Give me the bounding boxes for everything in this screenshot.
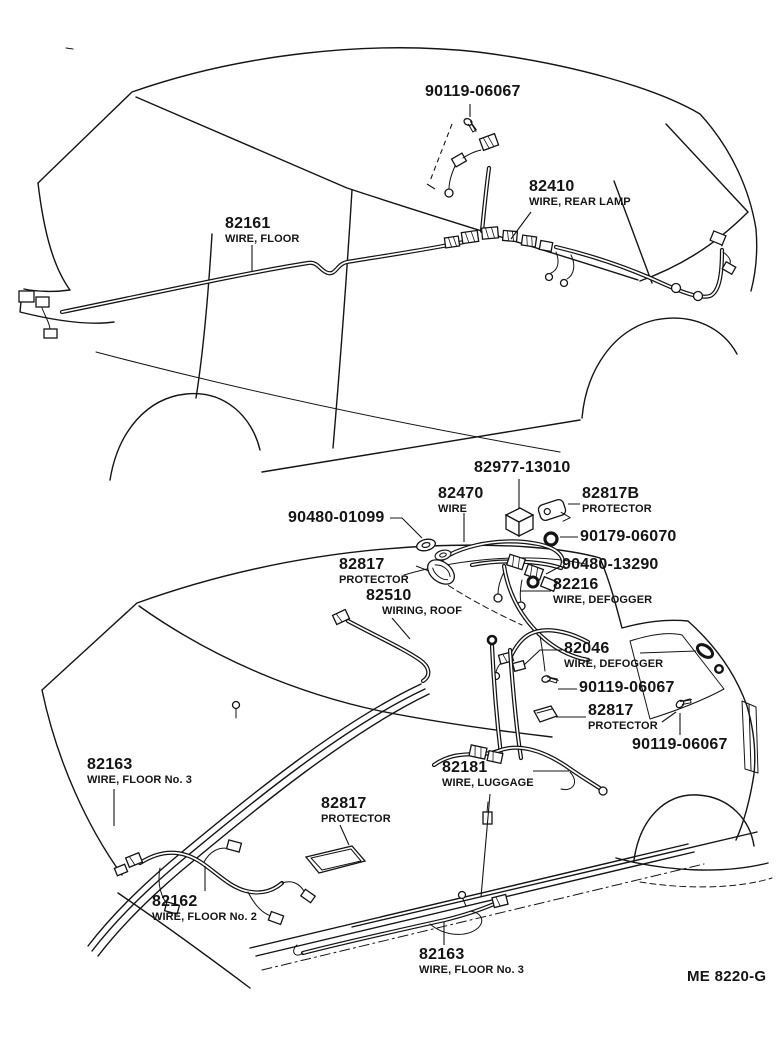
part-name: WIRING, ROOF xyxy=(382,605,463,617)
part-number: 90119-06067 xyxy=(632,736,728,753)
part-label-82163-b: 82163 WIRE, FLOOR No. 3 xyxy=(419,947,524,976)
part-label-90119-06067-b: 90119-06067 xyxy=(579,680,675,696)
protector-pad-icon xyxy=(304,705,558,874)
part-label-82410: 82410 WIRE, REAR LAMP xyxy=(529,179,631,208)
part-name: WIRE, DEFOGGER xyxy=(553,594,653,606)
part-label-82163-a: 82163 WIRE, FLOOR No. 3 xyxy=(87,757,192,786)
part-name: WIRE, FLOOR No. 3 xyxy=(419,964,524,976)
part-label-82817B: 82817B PROTECTOR xyxy=(582,486,652,515)
part-number: 82163 xyxy=(87,756,133,773)
part-name: WIRE, DEFOGGER xyxy=(564,658,664,670)
protector-clip-icon xyxy=(427,499,571,585)
part-label-90480-13290: 90480-13290 xyxy=(562,557,659,573)
bolt-icon xyxy=(674,693,694,713)
defogger-wire-82216 xyxy=(504,566,588,688)
part-name: PROTECTOR xyxy=(339,574,409,586)
page-code: ME 8220-G xyxy=(687,968,767,985)
rear-lamp-wire-82410 xyxy=(443,116,737,302)
part-name: PROTECTOR xyxy=(321,813,391,825)
part-label-90119-06067-a: 90119-06067 xyxy=(425,84,521,100)
defogger-wire-82046 xyxy=(486,630,588,758)
part-number: 82046 xyxy=(564,640,610,657)
part-label-82181: 82181 WIRE, LUGGAGE xyxy=(442,760,534,789)
part-label-82046: 82046 WIRE, DEFOGGER xyxy=(564,641,663,670)
grommet-icon xyxy=(414,536,725,675)
part-number: 90480-01099 xyxy=(288,509,385,526)
part-number: 82817B xyxy=(582,485,640,502)
relay-cube-icon xyxy=(504,507,535,538)
part-name: WIRE, LUGGAGE xyxy=(442,777,534,789)
part-name: WIRE, REAR LAMP xyxy=(529,196,631,208)
part-label-82162: 82162 WIRE, FLOOR No. 2 xyxy=(152,894,257,923)
top-car-body xyxy=(19,47,758,481)
leader-lines xyxy=(113,104,697,945)
part-label-90480-01099: 90480-01099 xyxy=(288,510,385,526)
part-number: 82977-13010 xyxy=(474,459,571,476)
part-name: WIRE, FLOOR xyxy=(225,233,300,245)
part-number: 82216 xyxy=(553,576,599,593)
part-label-90179-06070: 90179-06070 xyxy=(580,529,677,545)
floor-wire-82162 xyxy=(113,839,317,926)
part-label-82977-13010: 82977-13010 xyxy=(474,460,571,476)
wire-82470 xyxy=(430,541,563,611)
part-name: PROTECTOR xyxy=(588,720,658,732)
part-name: WIRE xyxy=(438,503,468,515)
part-number: 82510 xyxy=(366,587,412,604)
part-name: WIRE, FLOOR No. 3 xyxy=(87,774,192,786)
part-number: 82817 xyxy=(321,795,367,812)
part-label-82817-c: 82817 PROTECTOR xyxy=(321,796,391,825)
part-number: 90179-06070 xyxy=(580,528,677,545)
part-number: 82161 xyxy=(225,215,271,232)
part-number: 82162 xyxy=(152,893,198,910)
bolt-icon xyxy=(540,672,560,688)
part-number: 82470 xyxy=(438,485,484,502)
floor-wire-82163 xyxy=(293,890,509,956)
part-number: 82181 xyxy=(442,759,488,776)
part-name: PROTECTOR xyxy=(582,503,652,515)
roof-wiring-82510 xyxy=(87,608,429,957)
part-name: WIRE, FLOOR No. 2 xyxy=(152,911,257,923)
bottom-car-body xyxy=(41,544,773,989)
part-label-82216: 82216 WIRE, DEFOGGER xyxy=(553,577,652,606)
part-label-82470: 82470 WIRE xyxy=(438,486,484,515)
part-label-90119-06067-c: 90119-06067 xyxy=(632,737,728,753)
part-number: 82817 xyxy=(339,556,385,573)
part-label-82161: 82161 WIRE, FLOOR xyxy=(225,216,299,245)
part-number: 90119-06067 xyxy=(579,679,675,696)
bolt-icon xyxy=(460,116,481,134)
part-label-82817-a: 82817 PROTECTOR xyxy=(339,557,409,586)
part-number: 90119-06067 xyxy=(425,83,521,100)
part-number: 82163 xyxy=(419,946,465,963)
part-number: 82817 xyxy=(588,702,634,719)
floor-wire-82161 xyxy=(18,242,464,339)
luggage-wire-82181 xyxy=(434,744,608,825)
part-label-82817-b: 82817 PROTECTOR xyxy=(588,703,658,732)
part-number: 90480-13290 xyxy=(562,556,659,573)
nut-icon xyxy=(543,531,559,547)
part-label-82510: 82510 WIRING, ROOF xyxy=(366,588,462,617)
part-number: 82410 xyxy=(529,178,575,195)
